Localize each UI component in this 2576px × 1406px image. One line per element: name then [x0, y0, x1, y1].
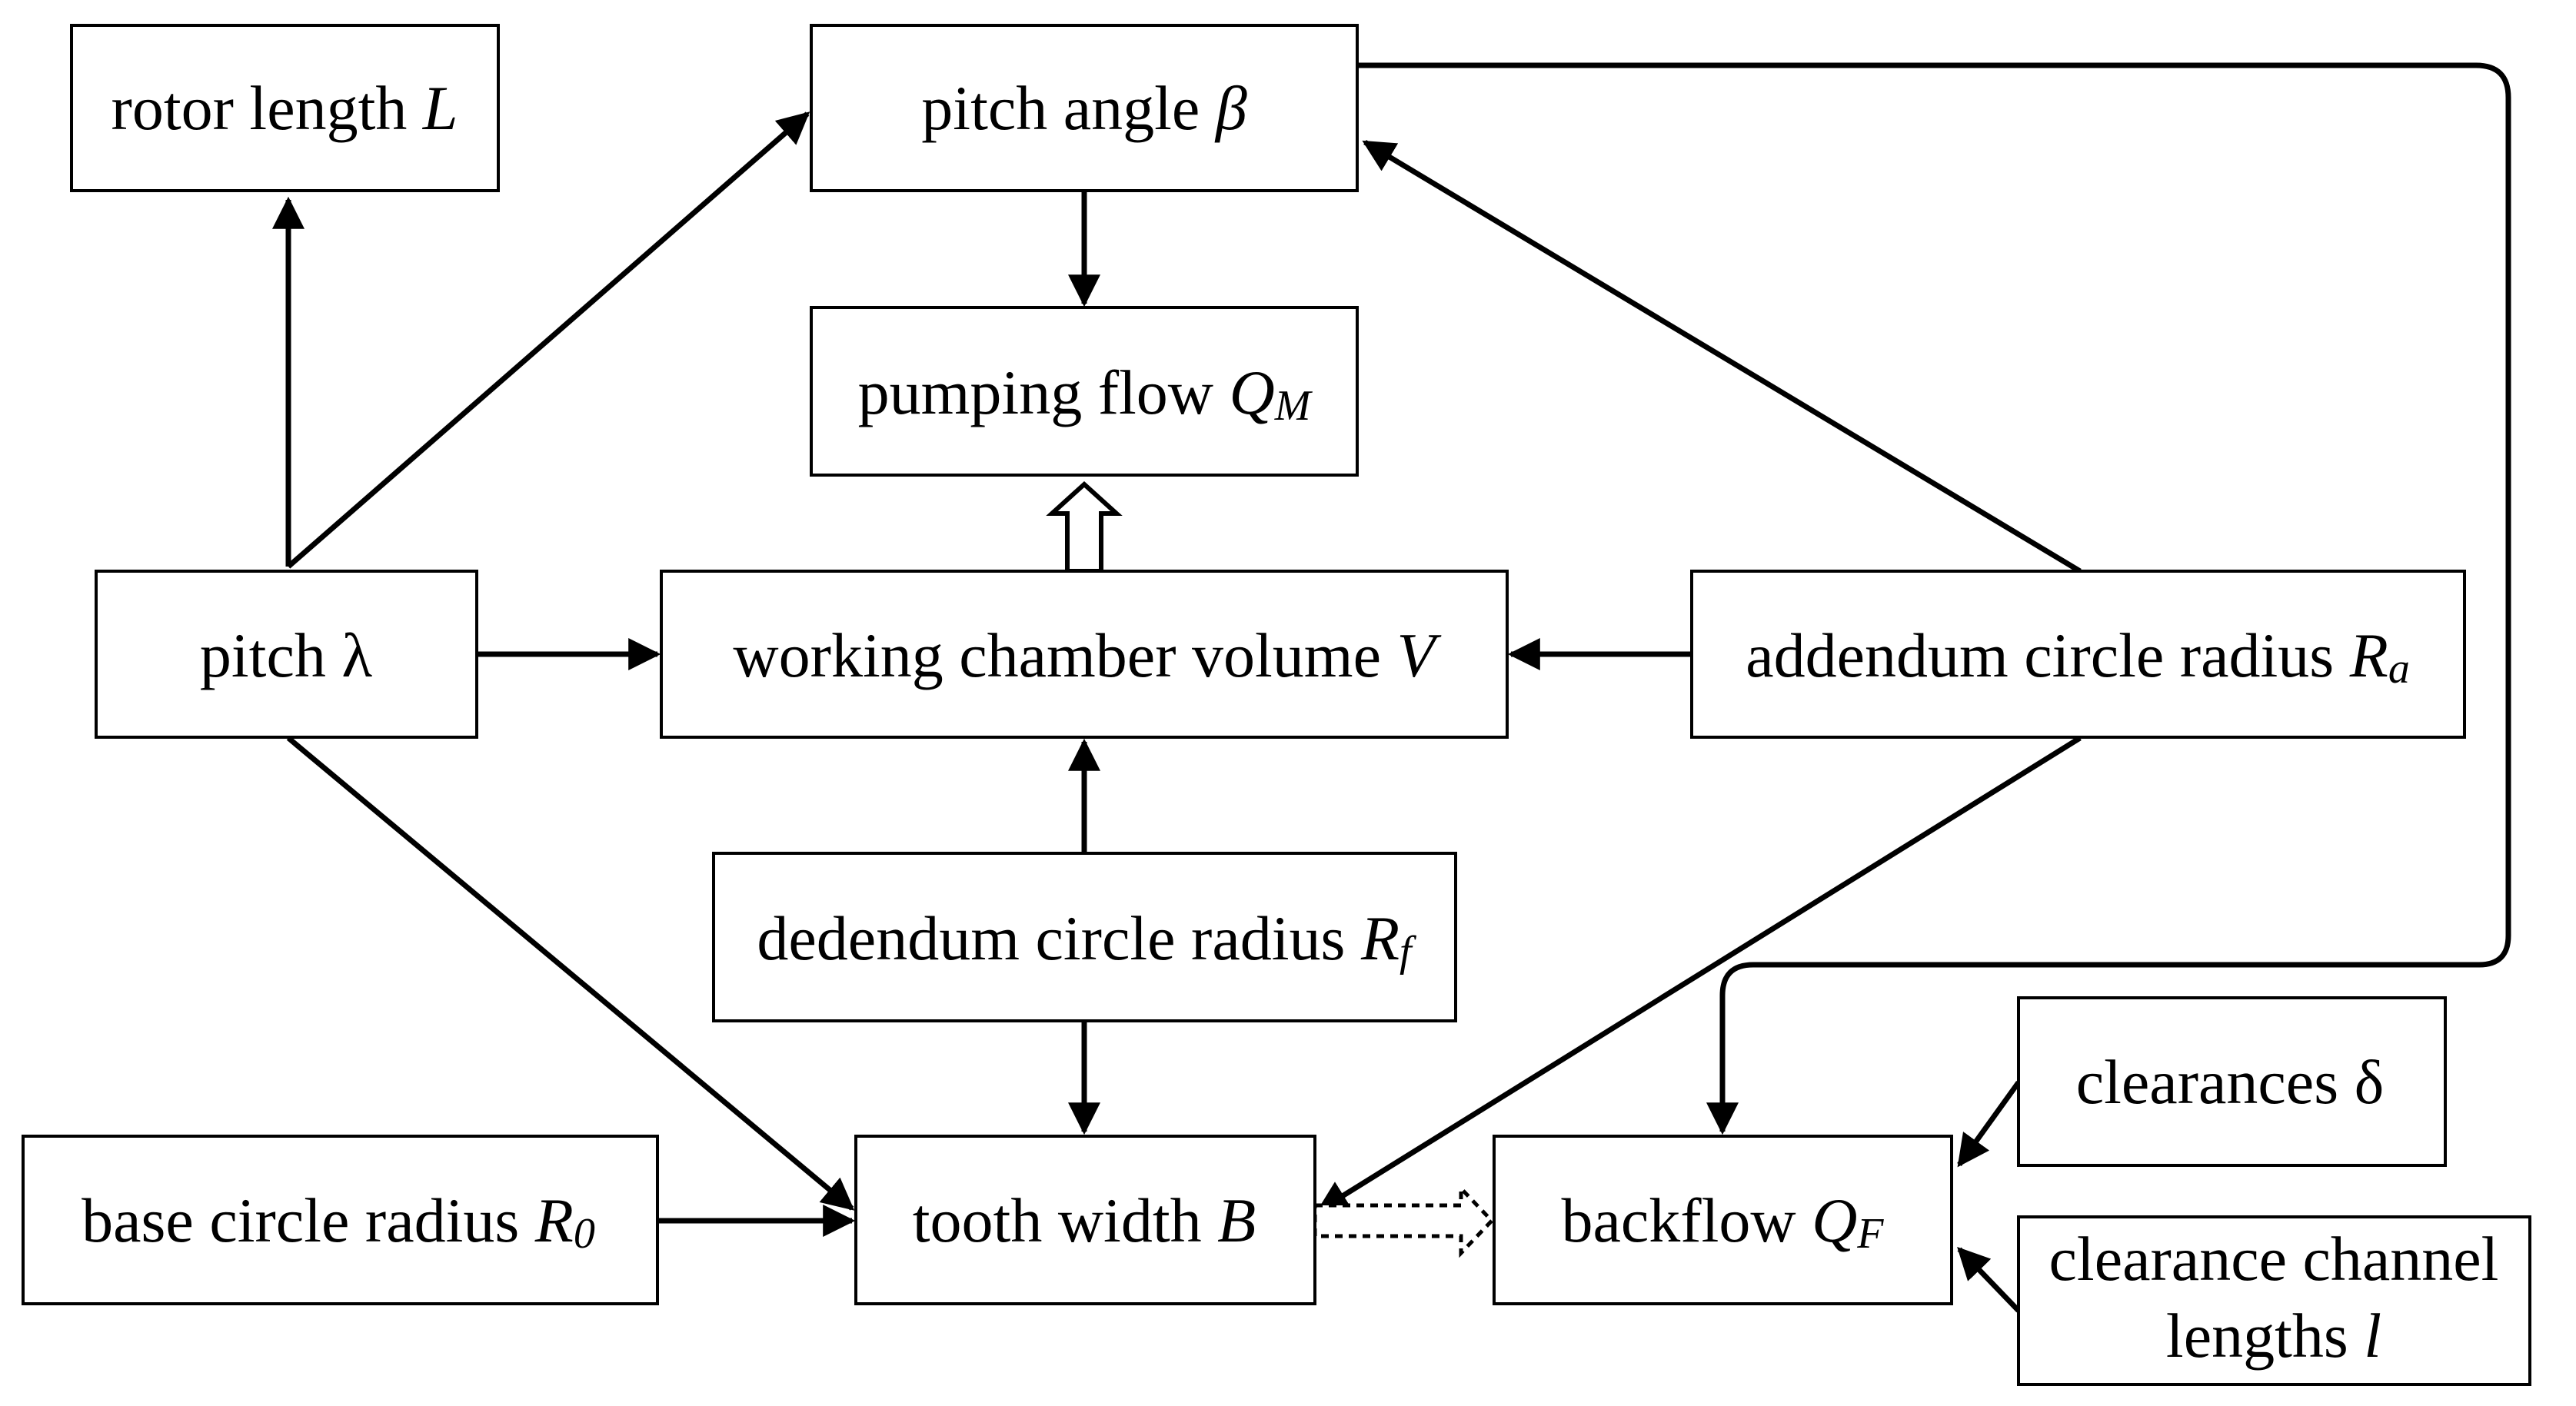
- node-pitch: pitch λ: [95, 570, 478, 739]
- clearances-var: δ: [2355, 1047, 2385, 1117]
- edge-clearances-to-backflow: [1957, 1080, 2021, 1168]
- backflow-label: backflow: [1561, 1185, 1812, 1255]
- svg-text:base circle radius R0: base circle radius R0: [82, 1185, 595, 1258]
- backflow-var: Q: [1812, 1185, 1857, 1255]
- edge-addendum-to-tooth-width: [1316, 736, 2082, 1213]
- node-rotor-length: rotor length L: [70, 24, 500, 192]
- tooth-width-var: B: [1217, 1185, 1256, 1255]
- addendum-sub: a: [2388, 645, 2410, 693]
- node-pitch-angle: pitch angle β: [810, 24, 1359, 192]
- dedendum-var: R: [1360, 903, 1399, 973]
- node-tooth-width: tooth width B: [854, 1135, 1316, 1305]
- edge-working-chamber-to-pumping-flow: [1046, 480, 1123, 573]
- addendum-label: addendum circle radius: [1746, 620, 2350, 690]
- pitch-label: pitch: [200, 620, 341, 690]
- pumping-flow-label: pumping flow: [858, 357, 1230, 427]
- backflow-sub: F: [1856, 1210, 1884, 1258]
- dedendum-label: dedendum circle radius: [757, 903, 1361, 973]
- edge-clearance-channel-to-backflow: [1957, 1246, 2021, 1313]
- svg-text:pitch angle β: pitch angle β: [921, 73, 1247, 143]
- node-working-chamber: working chamber volume V: [660, 570, 1509, 739]
- rotor-length-label: rotor length: [111, 73, 423, 143]
- svg-text:pumping flow QM: pumping flow QM: [858, 357, 1313, 430]
- edge-pitch-to-pitch-angle: [286, 111, 810, 569]
- pitch-angle-label: pitch angle: [921, 73, 1216, 143]
- node-pumping-flow: pumping flow QM: [810, 306, 1359, 477]
- edge-tooth-width-to-backflow: [1313, 1183, 1495, 1258]
- working-chamber-label: working chamber volume: [733, 620, 1396, 690]
- base-circle-label: base circle radius: [82, 1185, 535, 1255]
- svg-text:tooth width B: tooth width B: [913, 1185, 1256, 1255]
- svg-text:working chamber volume V: working chamber volume V: [733, 620, 1441, 690]
- svg-text:lengths l: lengths l: [2166, 1301, 2381, 1371]
- node-backflow: backflow QF: [1493, 1135, 1953, 1305]
- pitch-angle-var: β: [1214, 73, 1247, 143]
- edge-pitch-to-tooth-width: [286, 736, 855, 1211]
- working-chamber-var: V: [1396, 620, 1441, 690]
- node-dedendum: dedendum circle radius Rf: [712, 852, 1457, 1022]
- clearance-channel-line1: clearance channel: [2049, 1224, 2499, 1294]
- node-clearance-channel: clearance channel lengths l: [2017, 1215, 2531, 1386]
- pumping-flow-var: Q: [1230, 357, 1275, 427]
- base-circle-var: R: [534, 1185, 574, 1255]
- clearance-channel-var: l: [2364, 1301, 2381, 1371]
- pitch-var: λ: [341, 620, 372, 690]
- tooth-width-label: tooth width: [913, 1185, 1217, 1255]
- edge-addendum-to-pitch-angle: [1362, 139, 2082, 574]
- node-clearances: clearances δ: [2017, 996, 2447, 1167]
- svg-text:dedendum circle radius Rf: dedendum circle radius Rf: [757, 903, 1417, 976]
- svg-text:backflow QF: backflow QF: [1561, 1185, 1884, 1258]
- pumping-flow-sub: M: [1274, 382, 1313, 430]
- clearances-label: clearances: [2076, 1047, 2355, 1117]
- node-addendum: addendum circle radius Ra: [1690, 570, 2466, 739]
- base-circle-sub: 0: [574, 1210, 595, 1258]
- svg-text:pitch λ: pitch λ: [200, 620, 372, 690]
- svg-text:addendum circle radius Ra: addendum circle radius Ra: [1746, 620, 2410, 693]
- svg-text:clearances δ: clearances δ: [2076, 1047, 2385, 1117]
- node-base-circle: base circle radius R0: [22, 1135, 659, 1305]
- clearance-channel-label: lengths: [2166, 1301, 2364, 1371]
- addendum-var: R: [2349, 620, 2388, 690]
- svg-text:rotor length L: rotor length L: [111, 73, 458, 143]
- edge-pitch-angle-to-backflow: [1357, 62, 2511, 1135]
- edges: [272, 62, 2511, 1313]
- rotor-length-var: L: [422, 73, 458, 143]
